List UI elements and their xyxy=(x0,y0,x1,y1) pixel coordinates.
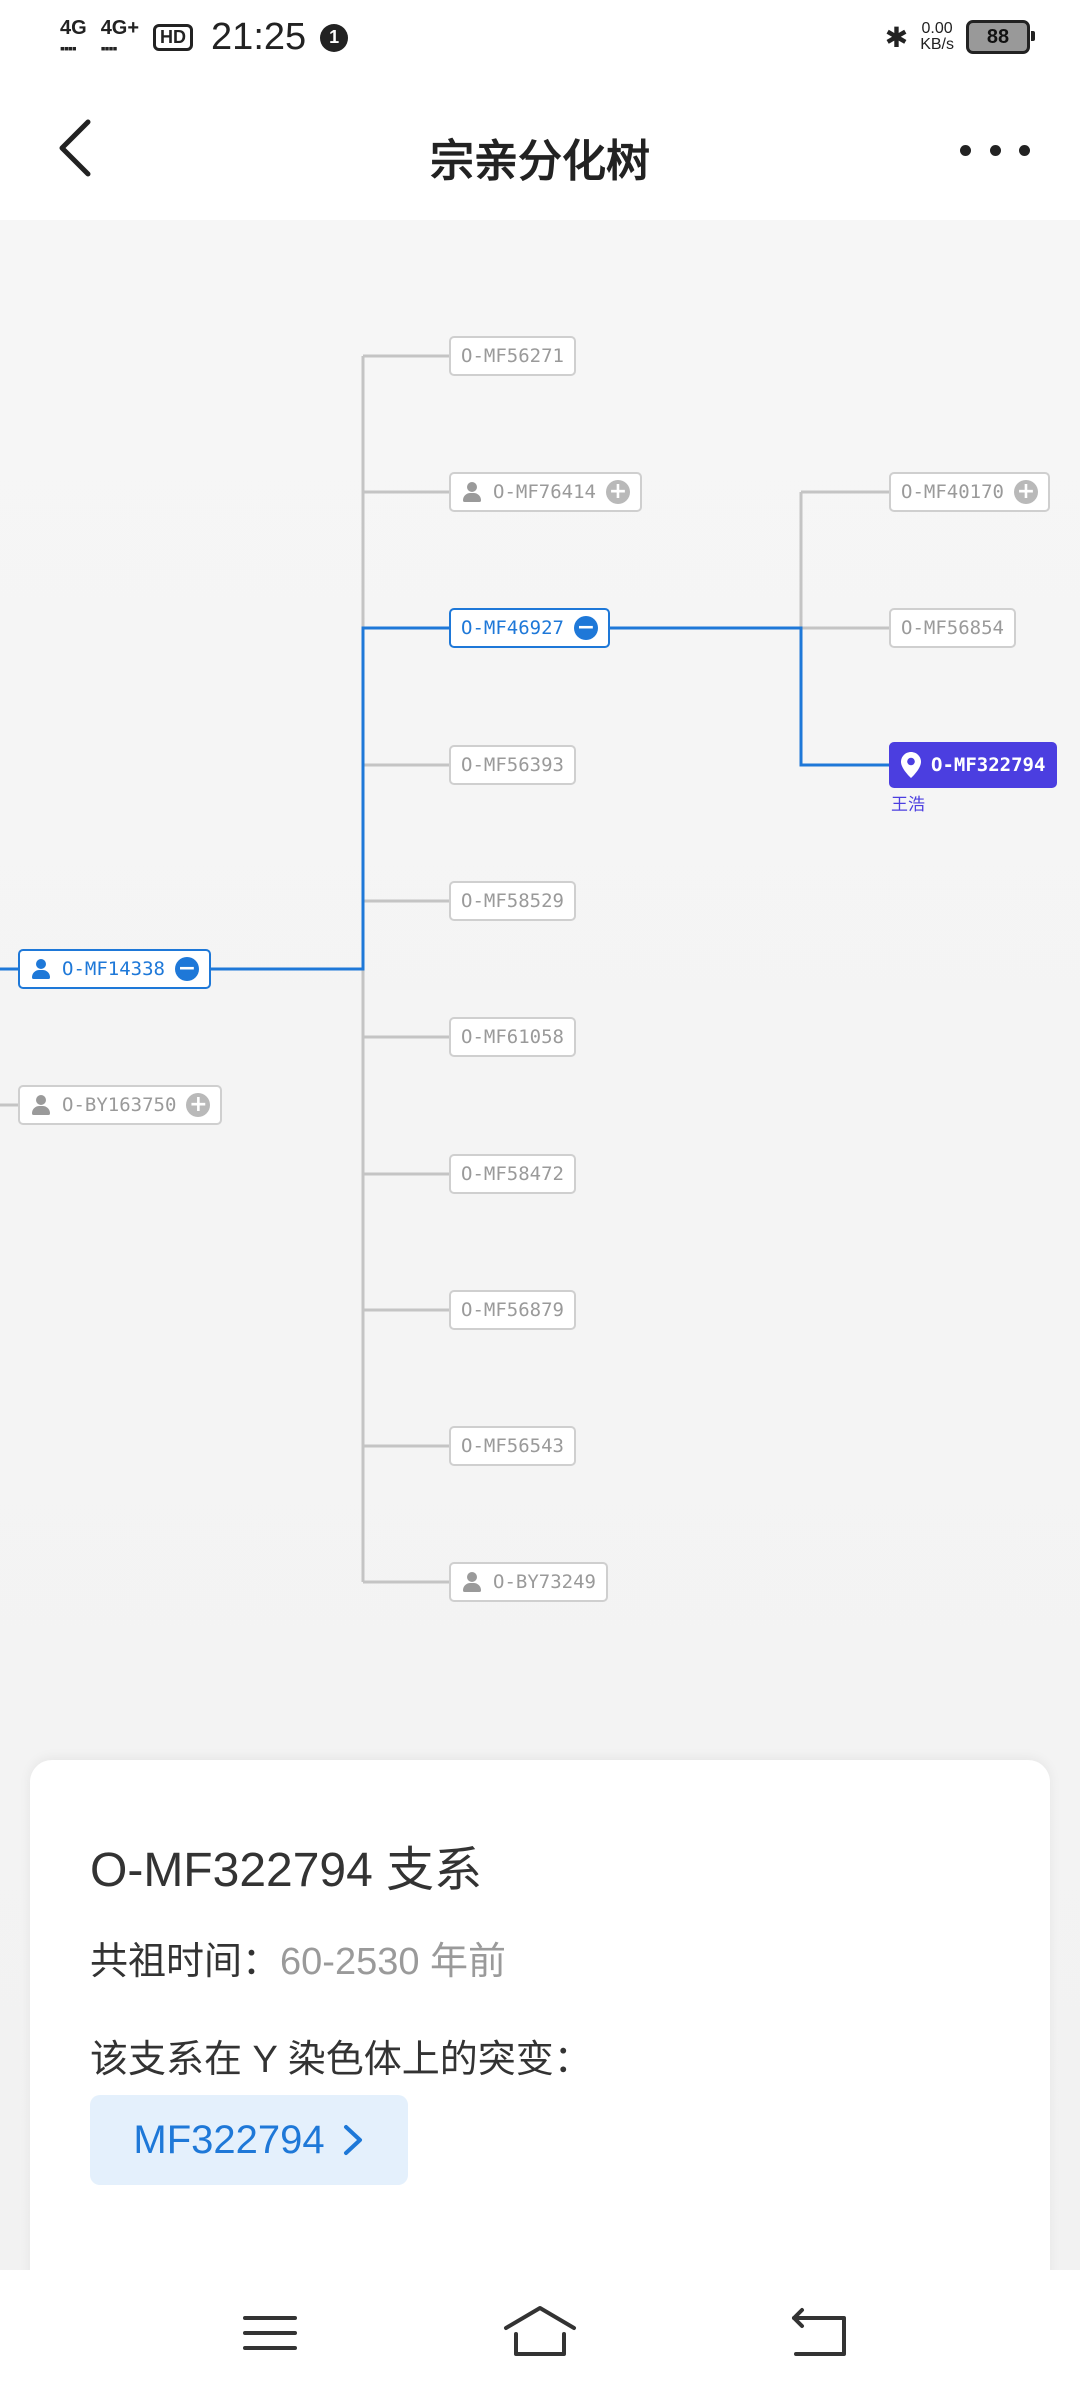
home-icon xyxy=(504,2306,576,2356)
tree-node-o-mf56393[interactable]: O-MF56393 xyxy=(449,745,576,785)
mutation-button-label: MF322794 xyxy=(133,2117,325,2162)
tree-node-o-mf56543[interactable]: O-MF56543 xyxy=(449,1426,576,1466)
location-pin-icon xyxy=(901,752,921,778)
network-signal-1: 4G▪▪▪▪ xyxy=(60,16,87,56)
tmrca-value: 60-2530 年前 xyxy=(280,1941,507,1983)
person-icon xyxy=(30,958,52,980)
dot-icon xyxy=(989,144,1001,156)
tree-node-o-mf58472[interactable]: O-MF58472 xyxy=(449,1154,576,1194)
tree-node-o-mf76414[interactable]: O-MF76414 + xyxy=(449,472,642,512)
dot-icon xyxy=(960,144,971,156)
network-speed: 0.00 KB/s xyxy=(920,21,954,53)
battery-level: 88 xyxy=(986,25,1010,48)
mutation-button[interactable]: MF322794 xyxy=(90,2095,408,2185)
node-label: O-MF40170 xyxy=(901,481,1004,503)
speed-unit: KB/s xyxy=(920,36,954,53)
bluetooth-icon: ✱ xyxy=(884,21,909,53)
person-icon xyxy=(461,481,483,503)
menu-icon xyxy=(243,2316,297,2350)
node-label: O-BY163750 xyxy=(62,1094,177,1116)
network-signal-2: 4G+▪▪▪▪ xyxy=(100,16,140,56)
tmrca-row: 共祖时间：60-2530 年前 xyxy=(90,1930,506,1985)
tree-node-o-mf56879[interactable]: O-MF56879 xyxy=(449,1290,576,1330)
branch-info-card: O-MF322794 支系 共祖时间：60-2530 年前 该支系在 Y 染色体… xyxy=(30,1760,1050,2320)
speed-value: 0.00 xyxy=(921,20,953,37)
node-label: O-MF46927 xyxy=(461,617,564,639)
branch-title: O-MF322794 支系 xyxy=(90,1844,483,1897)
page-title: 宗亲分化树 xyxy=(430,137,650,186)
tree-node-o-mf40170[interactable]: O-MF40170 + xyxy=(889,472,1050,512)
node-label: O-MF56543 xyxy=(461,1435,564,1457)
node-label: O-MF58472 xyxy=(461,1163,564,1185)
back-button[interactable] xyxy=(50,118,110,178)
tree-node-o-mf58529[interactable]: O-MF58529 xyxy=(449,881,576,921)
mutation-label: 该支系在 Y 染色体上的突变： xyxy=(90,2039,592,2081)
battery-icon: 88 xyxy=(966,20,1035,54)
hd-voice-badge: HD xyxy=(153,24,194,51)
tree-node-o-by163750[interactable]: O-BY163750 + xyxy=(18,1085,223,1125)
system-nav-bar xyxy=(0,2270,1080,2400)
person-icon xyxy=(461,1571,483,1593)
current-user-name: 王浩 xyxy=(891,795,925,814)
back-arrow-icon xyxy=(792,2308,846,2356)
collapse-icon[interactable]: − xyxy=(174,957,199,981)
tree-node-o-by73249[interactable]: O-BY73249 xyxy=(449,1562,608,1602)
status-bar: 4G▪▪▪▪ 4G+▪▪▪▪ HD 21:25 1 ✱ 0.00 KB/s 88 xyxy=(0,0,1080,80)
chevron-right-icon xyxy=(343,2125,362,2155)
node-label: O-MF58529 xyxy=(461,890,564,912)
node-label: O-MF61058 xyxy=(461,1026,564,1048)
node-label: O-MF322794 xyxy=(931,754,1046,776)
more-options-button[interactable] xyxy=(960,120,1030,180)
nav-home-button[interactable] xyxy=(500,2298,580,2368)
tree-node-o-mf61058[interactable]: O-MF61058 xyxy=(449,1017,576,1057)
tmrca-label: 共祖时间： xyxy=(90,1941,281,1983)
network-type-label: 4G+ xyxy=(100,16,140,39)
tree-node-o-mf46927[interactable]: O-MF46927 − xyxy=(449,608,610,648)
status-time: 21:25 xyxy=(211,16,307,58)
node-label: O-BY73249 xyxy=(493,1571,596,1593)
expand-icon[interactable]: + xyxy=(186,1093,211,1117)
nav-menu-button[interactable] xyxy=(230,2298,310,2368)
tree-node-o-mf56271[interactable]: O-MF56271 xyxy=(449,336,576,376)
expand-icon[interactable]: + xyxy=(1013,480,1038,504)
person-icon xyxy=(30,1094,52,1116)
tree-node-o-mf14338[interactable]: O-MF14338 − xyxy=(18,949,211,989)
network-type-label: 4G xyxy=(60,16,87,39)
node-label: O-MF56271 xyxy=(461,345,564,367)
node-label: O-MF56879 xyxy=(461,1299,564,1321)
expand-icon[interactable]: + xyxy=(605,480,630,504)
tree-node-o-mf322794-current[interactable]: O-MF322794 xyxy=(889,742,1058,788)
node-label: O-MF56854 xyxy=(901,617,1004,639)
notification-count-badge: 1 xyxy=(320,23,349,52)
collapse-icon[interactable]: − xyxy=(573,616,598,640)
nav-back-button[interactable] xyxy=(780,2298,860,2368)
app-header: 宗亲分化树 xyxy=(0,80,1080,220)
node-label: O-MF76414 xyxy=(493,481,596,503)
tree-node-o-mf56854[interactable]: O-MF56854 xyxy=(889,608,1016,648)
node-label: O-MF56393 xyxy=(461,754,564,776)
node-label: O-MF14338 xyxy=(62,958,165,980)
chevron-left-icon xyxy=(59,119,91,177)
dot-icon xyxy=(1019,144,1030,156)
